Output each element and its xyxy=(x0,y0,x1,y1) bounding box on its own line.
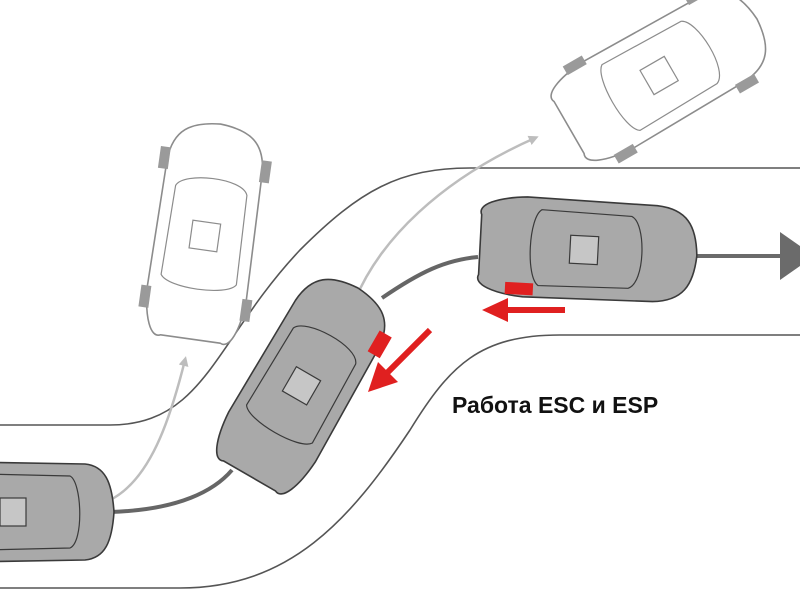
path-with-esc-2 xyxy=(380,255,479,300)
car-icon xyxy=(215,278,392,495)
diagram-caption: Работа ESC и ESP xyxy=(452,392,659,418)
path-without-esc-2 xyxy=(353,135,539,301)
car-icon xyxy=(476,196,698,303)
ghost-car-off-road xyxy=(550,0,767,164)
road-edge-bottom xyxy=(0,334,800,589)
path-with-esc xyxy=(109,468,234,514)
arrow-left-icon xyxy=(482,298,565,322)
car-icon xyxy=(0,461,115,563)
path-without-esc xyxy=(109,356,189,502)
arrow-right-icon xyxy=(780,232,800,280)
ghost-car-spun xyxy=(138,122,272,346)
road-edge-top xyxy=(0,167,800,426)
arrow-down-left-icon xyxy=(368,327,433,392)
